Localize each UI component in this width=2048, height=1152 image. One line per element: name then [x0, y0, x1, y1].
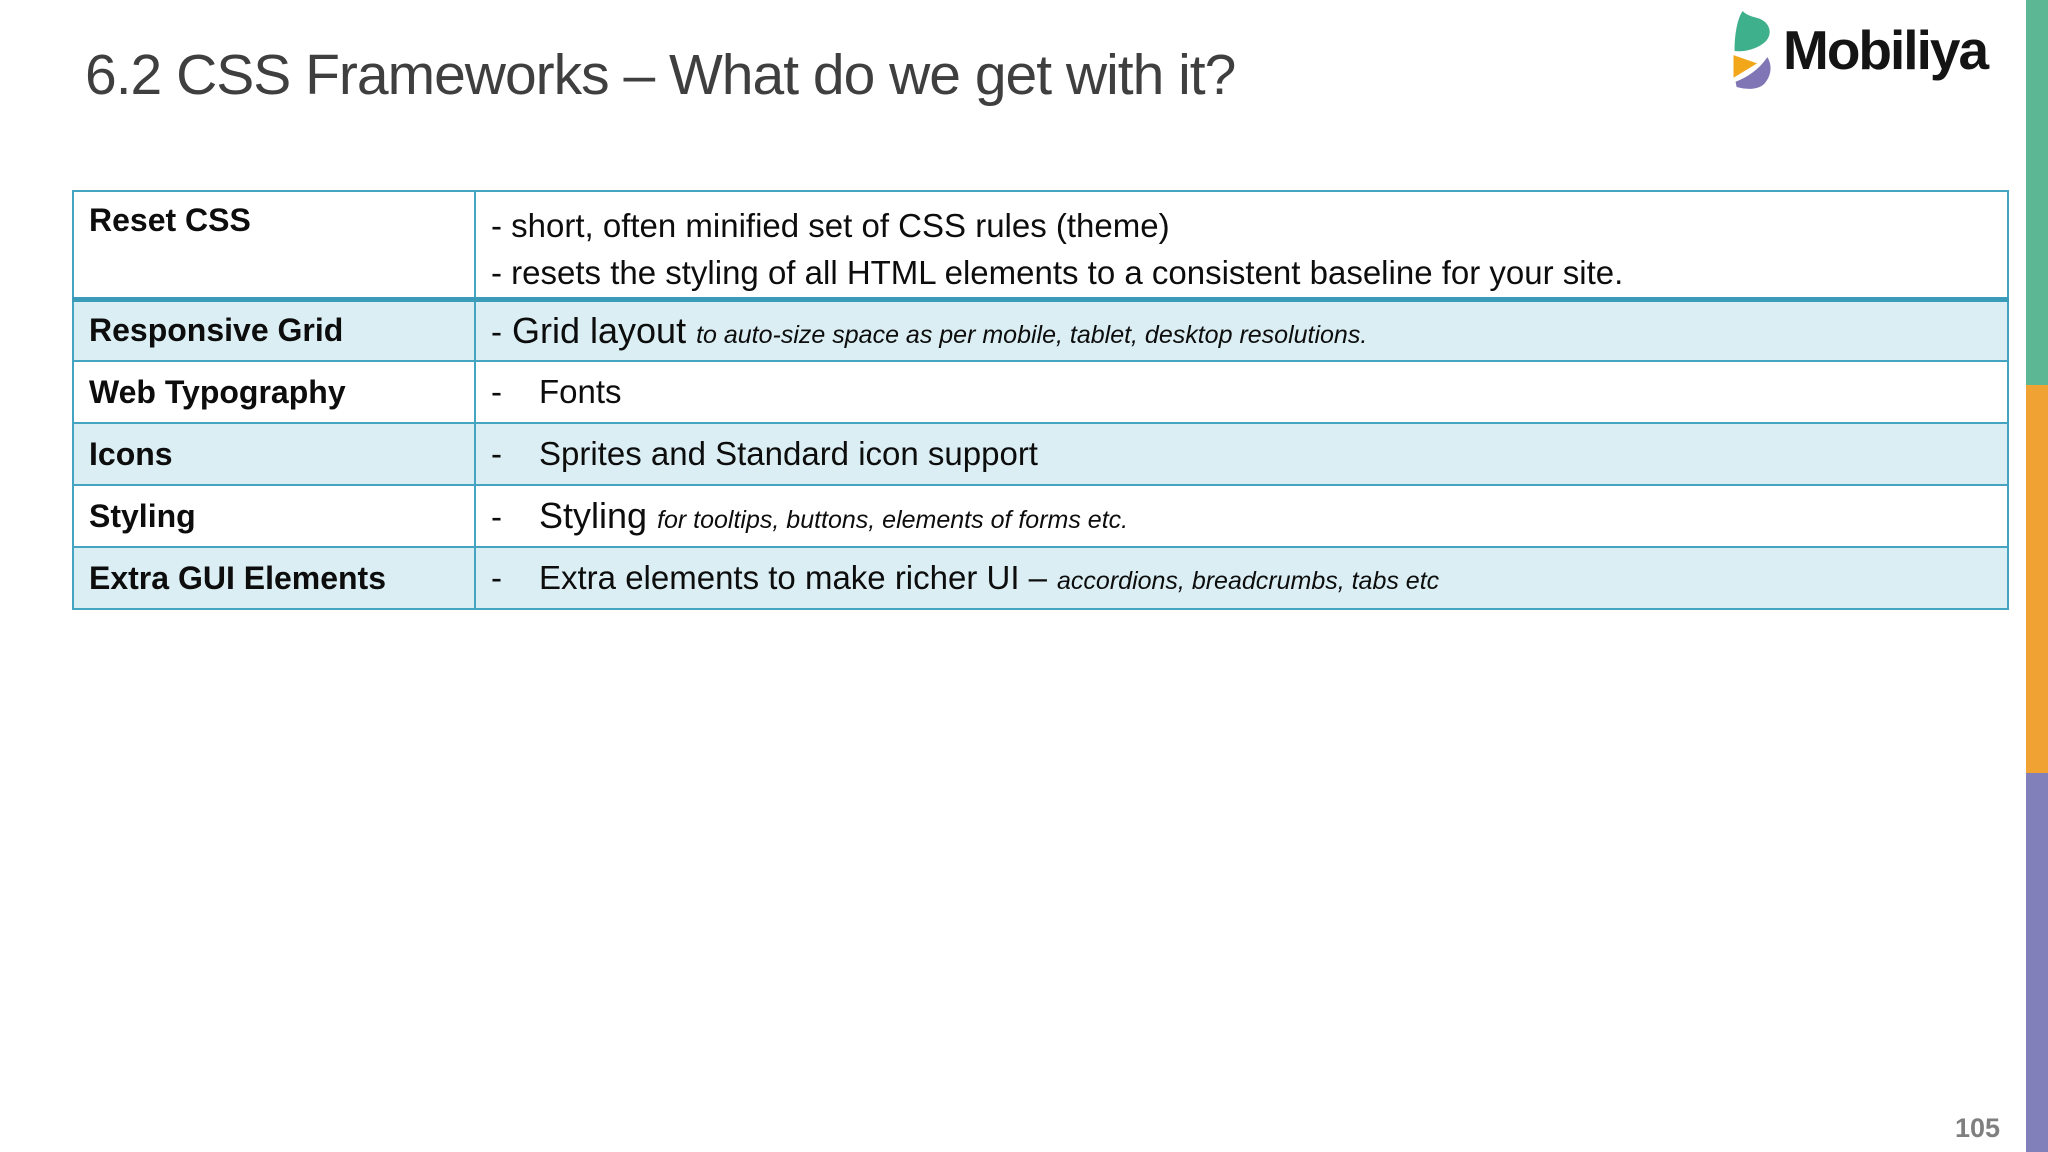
feature-label: Web Typography [89, 373, 346, 410]
description-note: accordions, breadcrumbs, tabs etc [1057, 567, 1440, 595]
description-cell: -Extra elements to make richer UI – accor… [474, 546, 2009, 610]
dash-bullet: - [491, 559, 502, 596]
description-text: Sprites and Standard icon support [539, 435, 1038, 472]
feature-cell: Icons [72, 422, 476, 486]
feature-label: Styling [89, 497, 196, 534]
description-line: - short, often minified set of CSS rules… [491, 207, 1170, 244]
brand-wordmark: Mobiliya [1783, 19, 1989, 81]
description-cell: -Sprites and Standard icon support [474, 422, 2009, 486]
feature-cell: Reset CSS [72, 190, 476, 302]
features-table: Reset CSS - short, often minified set of… [72, 190, 2009, 610]
table-row-extra-gui-elements: Extra GUI Elements -Extra elements to ma… [72, 546, 2009, 610]
dash-bullet: - [491, 312, 502, 350]
description-text: Extra elements to make richer UI – [539, 559, 1048, 596]
description-cell: -Styling for tooltips, buttons, elements … [474, 484, 2009, 548]
dash-bullet: - [491, 373, 502, 410]
feature-cell: Web Typography [72, 360, 476, 424]
page-title: 6.2 CSS Frameworks – What do we get with… [85, 43, 1236, 107]
feature-cell: Responsive Grid [72, 298, 476, 362]
table-row-responsive-grid: Responsive Grid -Grid layout to auto-size… [72, 298, 2009, 362]
dash-bullet: - [491, 435, 502, 472]
description-cell: -Fonts [474, 360, 2009, 424]
feature-cell: Styling [72, 484, 476, 548]
page-number: 105 [1954, 1113, 2000, 1143]
accent-bar-purple [2026, 773, 2048, 1152]
description-note: to auto-size space as per mobile, tablet… [696, 320, 1368, 349]
table-row-web-typography: Web Typography -Fonts [72, 360, 2009, 424]
description-text: Fonts [539, 373, 622, 410]
feature-cell: Extra GUI Elements [72, 546, 476, 610]
description-line: - resets the styling of all HTML element… [491, 254, 1624, 291]
description-cell: - short, often minified set of CSS rules… [474, 190, 2009, 302]
accent-bar-orange [2026, 385, 2048, 773]
brand-logo: Mobiliya [1731, 10, 1989, 90]
mobiliya-leaf-icon [1733, 11, 1771, 89]
feature-label: Icons [89, 435, 173, 472]
feature-label: Responsive Grid [89, 312, 344, 349]
table-row-reset-css: Reset CSS - short, often minified set of… [72, 190, 2009, 302]
feature-label: Extra GUI Elements [89, 559, 386, 596]
feature-label: Reset CSS [89, 202, 251, 238]
description-note: for tooltips, buttons, elements of forms… [657, 506, 1129, 534]
table-row-icons: Icons -Sprites and Standard icon support [72, 422, 2009, 486]
description-text: Grid layout [512, 309, 687, 351]
description-text: Styling [539, 495, 648, 536]
description-cell: -Grid layout to auto-size space as per mo… [474, 298, 2009, 362]
dash-bullet: - [491, 498, 502, 535]
accent-bar-green [2026, 0, 2048, 385]
